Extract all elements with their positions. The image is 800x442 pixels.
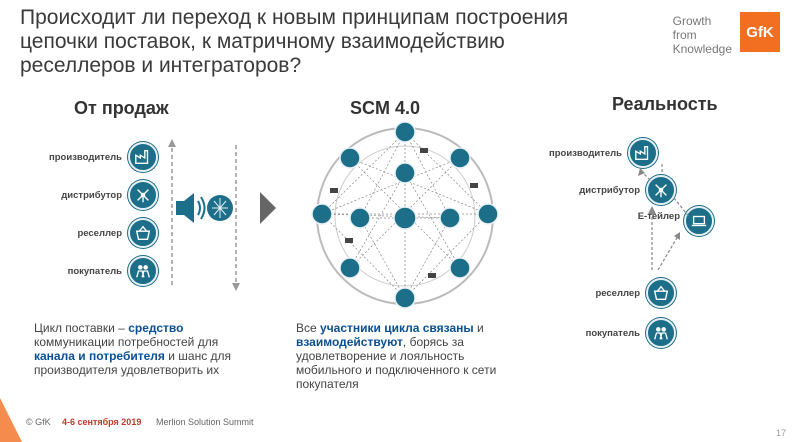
right-node-buyer: покупатель [560, 318, 676, 348]
truck-icon [330, 188, 338, 193]
network-node [449, 147, 471, 169]
caption-text: и [473, 321, 484, 335]
caption-highlight: канала и потребителя [34, 349, 165, 363]
network-node [349, 207, 371, 229]
network-icon [128, 180, 158, 210]
truck-icon [345, 238, 353, 243]
network-node [394, 287, 416, 309]
caption-left: Цикл поставки – средство коммуникации по… [34, 321, 252, 377]
slide-title: Происходит ли переход к новым принципам … [20, 6, 569, 77]
truck-icon [470, 183, 478, 188]
node-label: покупатель [67, 265, 122, 277]
caption-text: коммуникации потребностей для [34, 335, 219, 349]
factory-icon [128, 142, 158, 172]
right-node-reseller: реселлер [560, 278, 676, 308]
node-label: дистрибутор [579, 184, 640, 196]
footer-copyright: © GfK [26, 417, 51, 427]
heading-from-sales: От продаж [74, 98, 169, 118]
heading-scm: SCM 4.0 [350, 98, 421, 118]
people-icon [646, 318, 676, 348]
heading-reality: Реальность [612, 94, 718, 114]
node-label: производитель [49, 151, 122, 163]
sales-flow-graphic [168, 139, 240, 291]
brand-line-1: Growth [672, 14, 712, 28]
node-label: производитель [549, 147, 622, 159]
basket-icon [128, 218, 158, 248]
network-node [449, 257, 471, 279]
left-node-producer: производитель [30, 142, 158, 172]
left-node-buyer: покупатель [30, 256, 158, 286]
brand-line-3: Knowledge [672, 42, 732, 56]
right-node-etailer: E-тейлер [628, 206, 714, 236]
scm-network [311, 121, 499, 309]
caption-highlight: взаимодействуют [296, 335, 403, 349]
truck-icon [428, 273, 436, 278]
speaker-icon [176, 193, 206, 223]
brand-tagline: Growth from Knowledge [673, 12, 732, 56]
caption-text: Цикл поставки – [34, 321, 129, 335]
basket-icon [646, 278, 676, 308]
brand: Growth from Knowledge GfK [673, 12, 780, 56]
node-label: реселлер [77, 227, 122, 239]
caption-text: и шанс для производителя удовлетворить и… [34, 349, 232, 377]
node-label: дистрибутор [61, 189, 122, 201]
network-node [394, 162, 416, 184]
reality-flow-arrows [638, 162, 691, 271]
caption-text: Все [296, 321, 321, 335]
network-node [394, 121, 416, 143]
chevron-right-icon [260, 192, 276, 224]
right-node-distributor: дистрибутор [560, 175, 676, 205]
network-node [339, 257, 361, 279]
node-label: E-тейлер [637, 210, 680, 222]
page-number: 17 [775, 428, 786, 438]
caption-highlight: участники цикла связаны [320, 321, 474, 335]
network-node [311, 203, 333, 225]
caption-text: , борясь за удовлетворение и лояльность … [296, 335, 497, 391]
brain-icon [207, 195, 233, 221]
footer-accent-graphic [0, 398, 22, 442]
gfk-logo: GfK [740, 12, 780, 52]
factory-icon [628, 138, 658, 168]
laptop-icon [684, 206, 714, 236]
right-node-producer: производитель [530, 138, 658, 168]
truck-icon [420, 148, 428, 153]
node-label: покупатель [585, 327, 640, 339]
left-node-distributor: дистрибутор [30, 180, 158, 210]
people-icon [128, 256, 158, 286]
footer-event: Merlion Solution Summit [156, 417, 254, 427]
footer-date: 4-6 сентября 2019 [62, 417, 142, 427]
caption-highlight: средство [128, 321, 184, 335]
network-node [339, 147, 361, 169]
network-icon [646, 175, 676, 205]
network-node [477, 203, 499, 225]
network-node [439, 207, 461, 229]
left-node-reseller: реселлер [30, 218, 158, 248]
network-node [393, 206, 417, 230]
brand-line-2: from [672, 28, 697, 42]
caption-middle: Все участники цикла связаны и взаимодейс… [296, 321, 506, 391]
node-label: реселлер [595, 287, 640, 299]
